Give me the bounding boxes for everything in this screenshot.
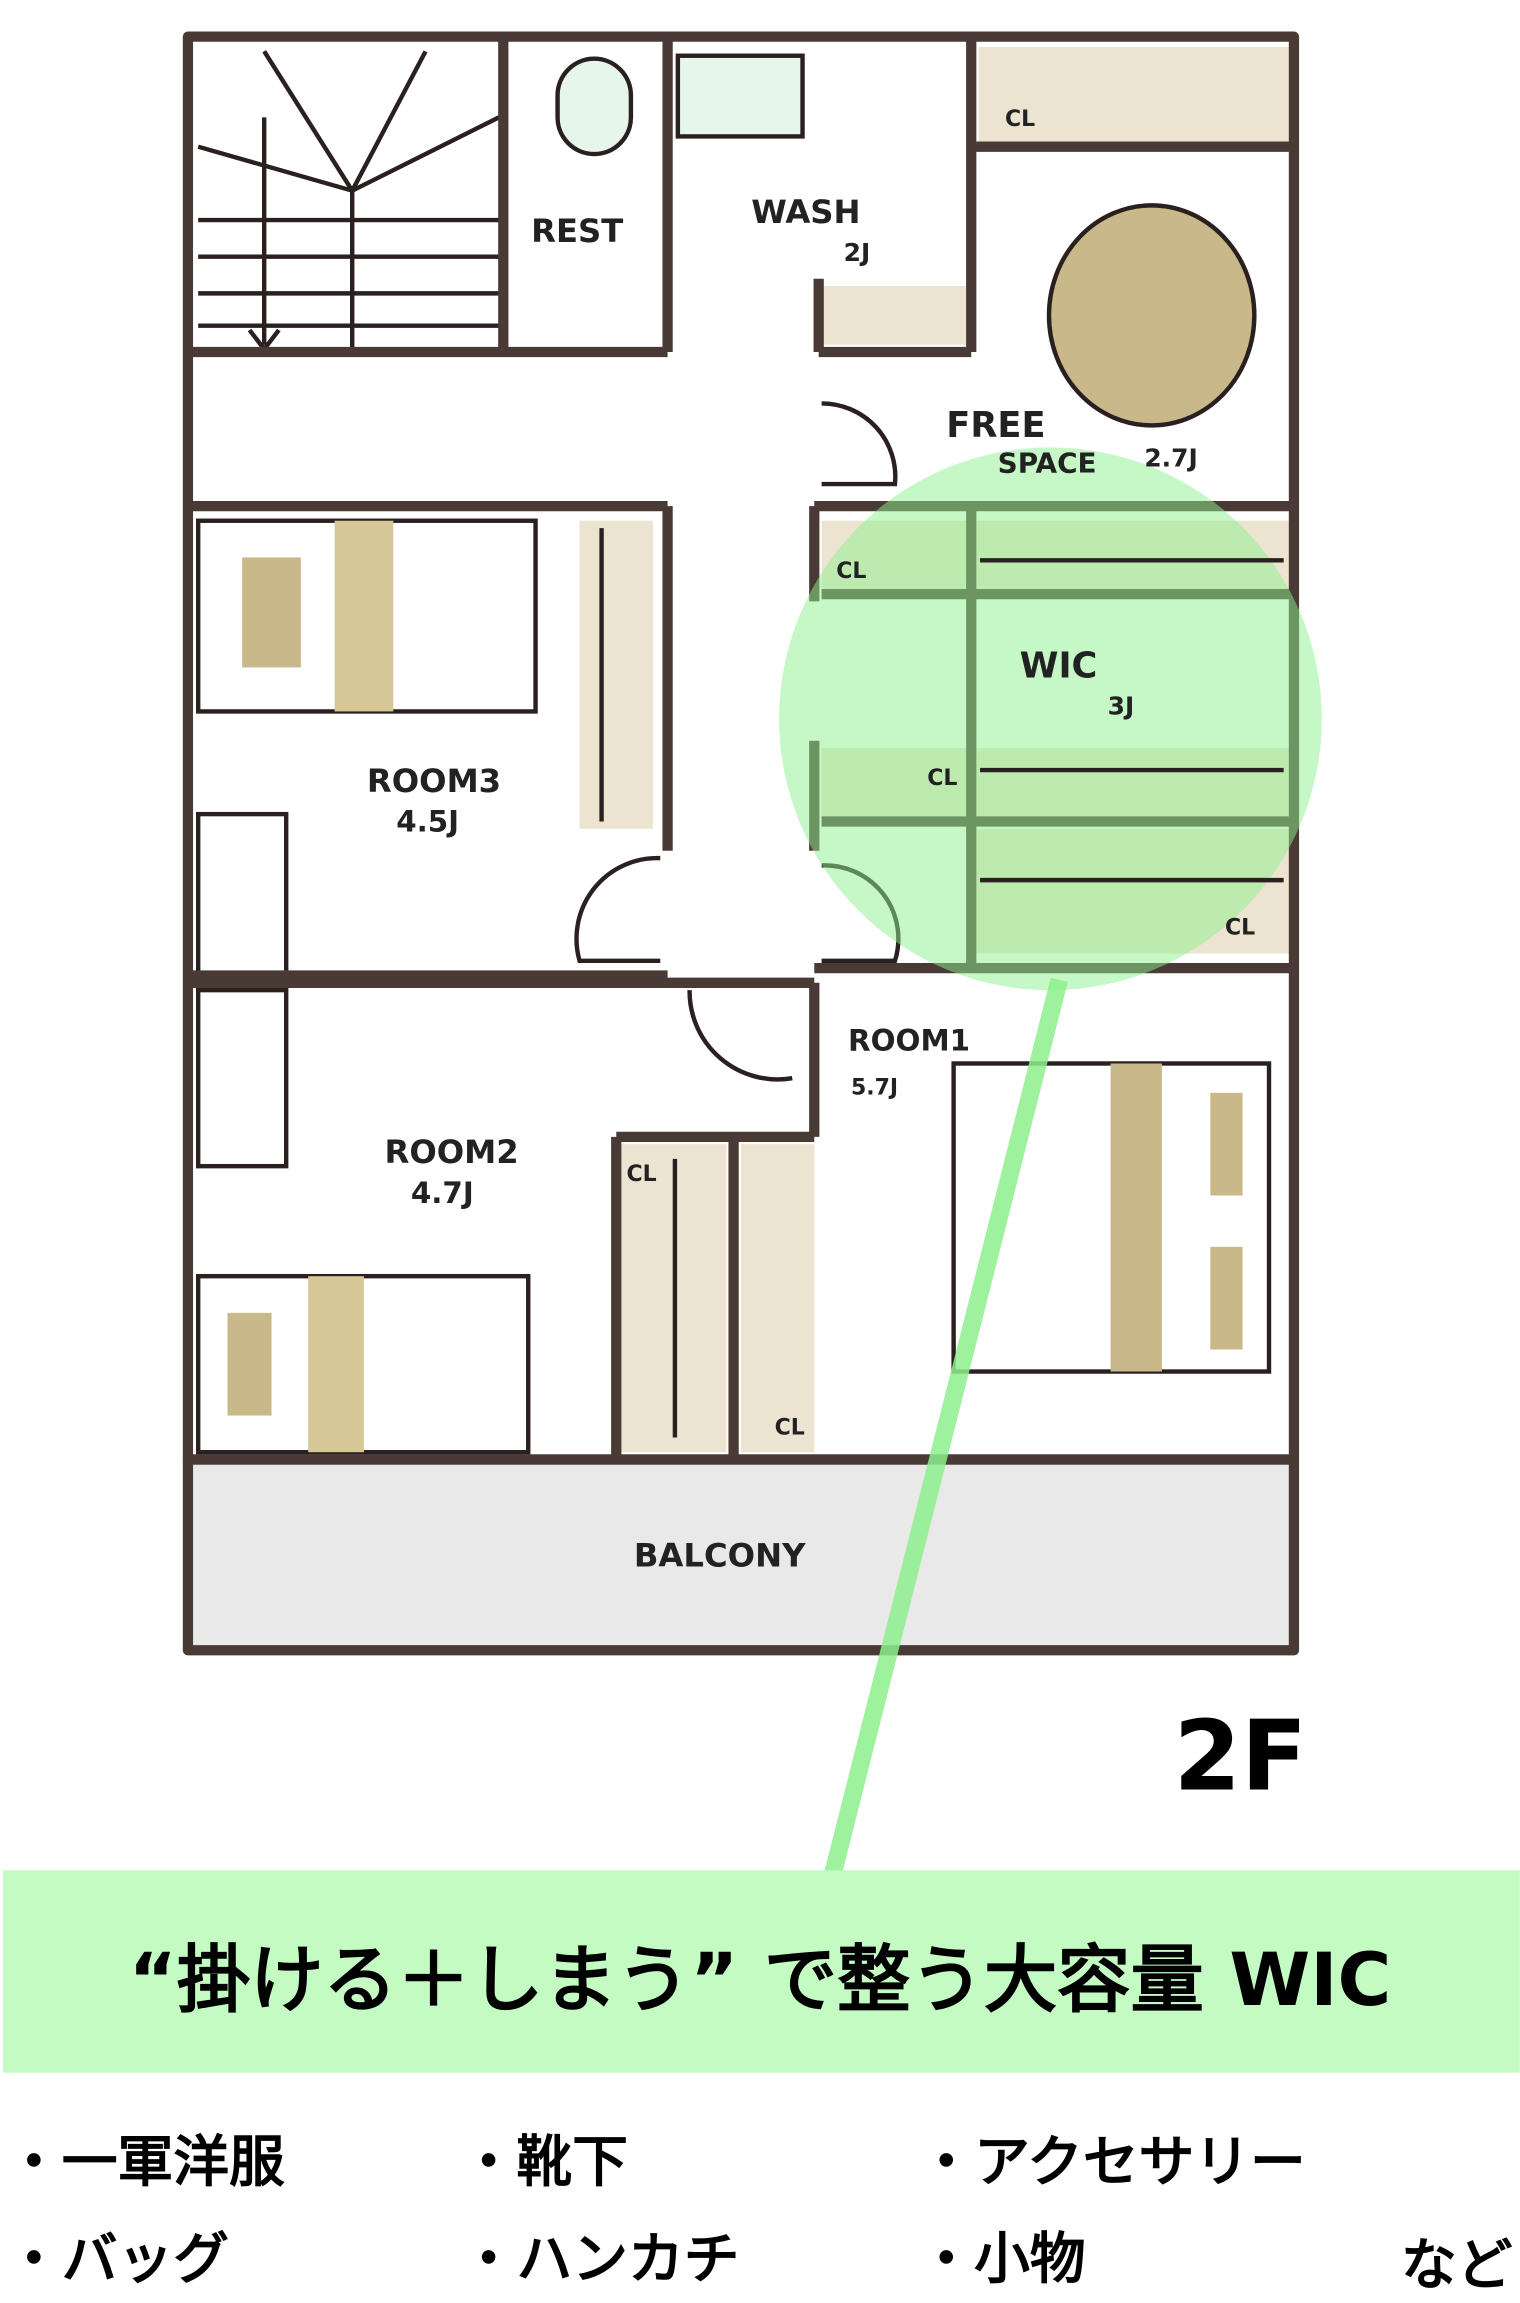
label-closet: CL xyxy=(1005,107,1035,132)
label-room1-size: 5.7J xyxy=(851,1075,898,1100)
label-closet: CL xyxy=(927,766,957,791)
toilet-icon xyxy=(555,56,634,157)
closet-top xyxy=(978,46,1292,147)
floor-label: 2F xyxy=(1174,1700,1307,1813)
bed-runner xyxy=(1110,1063,1162,1372)
label-rest: REST xyxy=(531,212,623,250)
label-room1: ROOM1 xyxy=(848,1023,970,1057)
item-accessories: ・アクセサリー xyxy=(918,2130,1305,2195)
pillow xyxy=(1210,1246,1243,1350)
room2-closet-left xyxy=(616,1144,727,1453)
desk-room2 xyxy=(195,987,289,1169)
staircase-icon xyxy=(197,50,500,353)
label-closet: CL xyxy=(627,1162,657,1187)
wash-storage xyxy=(821,286,969,345)
pillow xyxy=(1210,1092,1243,1196)
pillow xyxy=(227,1312,272,1416)
label-closet: CL xyxy=(1225,915,1255,940)
label-balcony: BALCONY xyxy=(634,1537,806,1575)
room3-closet xyxy=(579,520,653,829)
label-room3-size: 4.5J xyxy=(396,805,459,839)
label-wic-size: 3J xyxy=(1108,691,1135,720)
label-closet: CL xyxy=(775,1416,805,1441)
label-space: SPACE xyxy=(998,446,1097,479)
banner-background xyxy=(3,1870,1520,2073)
item-socks: ・靴下 xyxy=(461,2130,628,2195)
pillow xyxy=(242,557,301,668)
item-clothes: ・一軍洋服 xyxy=(6,2130,285,2195)
label-room2: ROOM2 xyxy=(384,1133,518,1171)
label-free-space-size: 2.7J xyxy=(1144,443,1197,472)
label-wash-size: 2J xyxy=(844,238,871,267)
label-room2-size: 4.7J xyxy=(411,1176,474,1210)
nightstand xyxy=(334,520,394,712)
label-closet: CL xyxy=(836,559,866,584)
sink-icon xyxy=(675,53,805,139)
round-table xyxy=(1046,203,1257,428)
banner-title: “掛ける＋しまう” で整う大容量 WIC xyxy=(129,1938,1392,2023)
item-bags: ・バッグ xyxy=(6,2227,229,2292)
label-free: FREE xyxy=(946,405,1045,446)
hanging-rods xyxy=(599,528,1284,1438)
label-wash: WASH xyxy=(751,193,860,231)
balcony-area xyxy=(187,1459,1294,1651)
label-wic: WIC xyxy=(1020,646,1098,687)
item-small-goods: ・小物 xyxy=(918,2227,1085,2292)
room2-closet-right xyxy=(740,1144,815,1453)
callout-line xyxy=(820,977,1068,1892)
wic-highlight-circle xyxy=(779,447,1322,991)
label-room3: ROOM3 xyxy=(367,762,501,800)
desk-room3 xyxy=(195,811,289,978)
item-handkerchief: ・ハンカチ xyxy=(461,2227,740,2292)
nightstand xyxy=(308,1276,364,1453)
items-suffix: など xyxy=(1401,2233,1513,2298)
